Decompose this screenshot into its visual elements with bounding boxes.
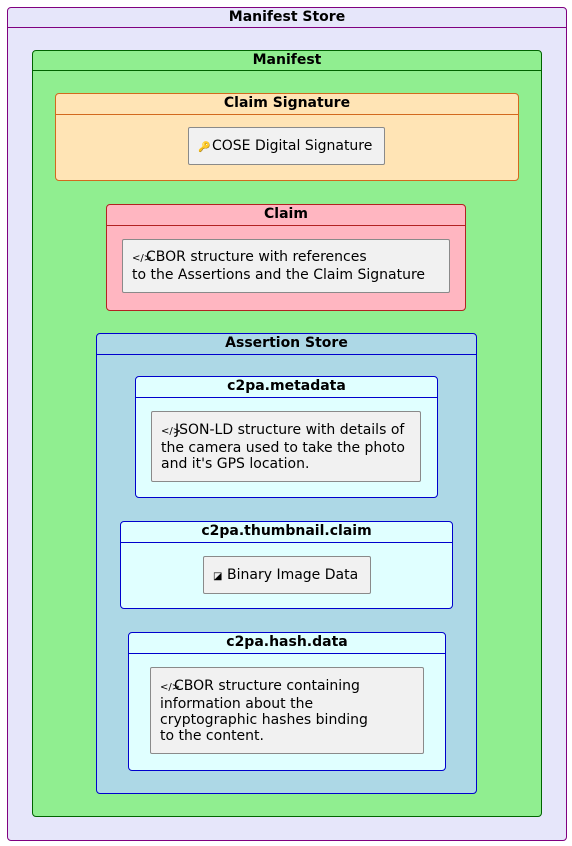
claim-title: Claim [107,205,465,226]
note-line: cryptographic hashes binding [160,712,368,728]
image-icon: ◪ [213,571,223,582]
note-line: information about the [160,696,314,712]
assertion-store-title: Assertion Store [97,334,476,355]
note-line: CBOR structure containing [174,678,360,694]
c2pa-hash-note: </>CBOR structure containing information… [150,667,424,754]
c2pa-metadata-title: c2pa.metadata [136,377,437,398]
code-icon: </> [132,253,153,264]
c2pa-thumbnail-title: c2pa.thumbnail.claim [121,522,452,543]
c2pa-thumbnail-package: c2pa.thumbnail.claim ◪ Binary Image Data [120,521,453,609]
note-line: to the Assertions and the Claim Signatur… [132,267,426,283]
claim-note: </>CBOR structure with references to the… [122,239,450,293]
claim-signature-package: Claim Signature 🔑COSE Digital Signature [55,93,519,181]
note-line: to the content. [160,728,264,744]
c2pa-hash-title: c2pa.hash.data [129,633,445,654]
note-line: JSON-LD structure with details of [175,422,405,438]
note-line: the camera used to take the photo [161,440,405,456]
code-icon: </> [160,682,181,693]
manifest-title: Manifest [33,51,541,71]
manifest-store-title: Manifest Store [8,8,566,28]
c2pa-hash-package: c2pa.hash.data </>CBOR structure contain… [128,632,446,771]
note-line: Binary Image Data [227,567,359,583]
c2pa-metadata-package: c2pa.metadata </>JSON-LD structure with … [135,376,438,498]
c2pa-thumbnail-note: ◪ Binary Image Data [203,556,371,594]
note-line: COSE Digital Signature [212,138,373,154]
note-line: CBOR structure with references [146,249,367,265]
key-icon: 🔑 [198,142,211,153]
claim-package: Claim </>CBOR structure with references … [106,204,466,311]
claim-signature-title: Claim Signature [56,94,518,115]
claim-signature-note: 🔑COSE Digital Signature [188,127,385,165]
note-line: and it's GPS location. [161,456,310,472]
code-icon: </> [161,426,182,437]
c2pa-metadata-note: </>JSON-LD structure with details of the… [151,411,421,482]
